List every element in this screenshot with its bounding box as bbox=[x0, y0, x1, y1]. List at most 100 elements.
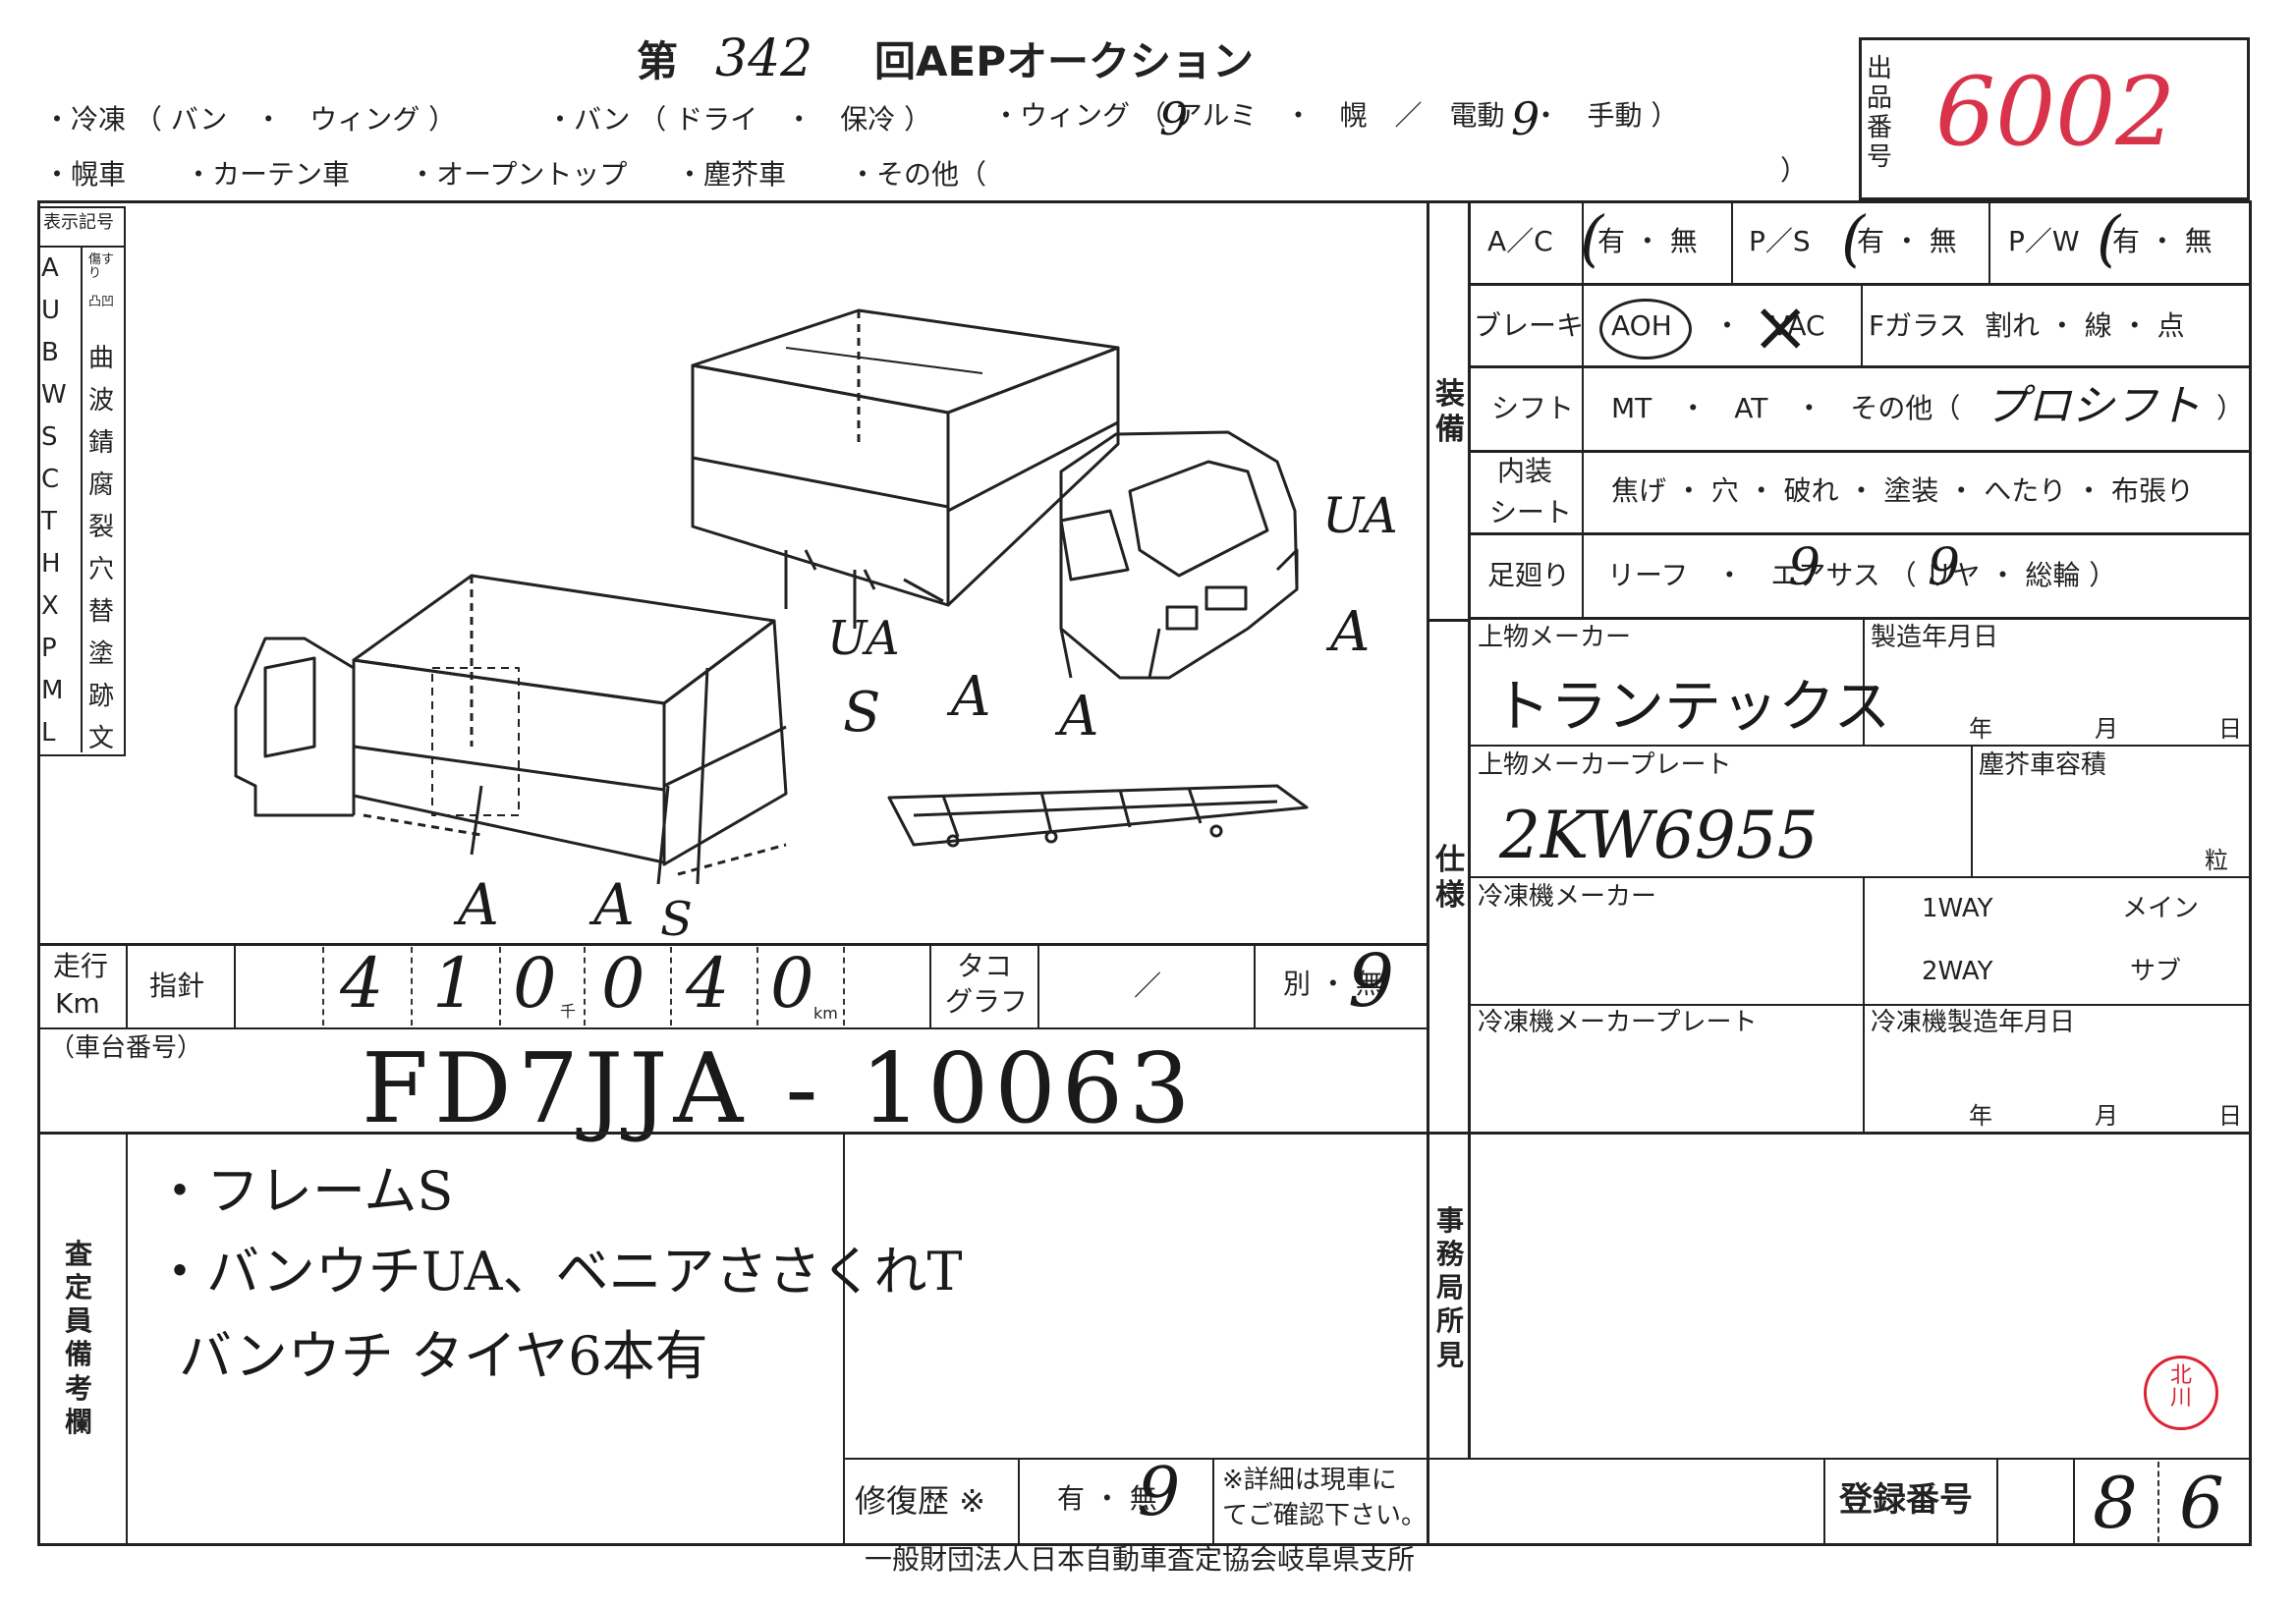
legend-title: 表示記号 bbox=[43, 212, 114, 233]
ps-label: P／S bbox=[1749, 225, 1811, 257]
mileage-digit: 4 bbox=[686, 943, 730, 1024]
auction-number: 342 bbox=[715, 29, 813, 88]
diagram-mark-s: S bbox=[660, 892, 693, 947]
brake-aoh-circle bbox=[1599, 299, 1692, 360]
jinkai-capacity-label: 塵芥車容積 bbox=[1979, 750, 2107, 780]
fridge-year: 年 bbox=[1969, 1102, 1992, 1130]
fglass-label: Fガラス bbox=[1869, 309, 1967, 342]
mileage-digit: 0 bbox=[513, 943, 557, 1024]
mileage-digit: 4 bbox=[340, 943, 384, 1024]
mfg-month: 月 bbox=[2095, 715, 2118, 743]
separate-label: 別 ・ 無 bbox=[1283, 968, 1383, 1000]
suspension-rear-mark: 9 bbox=[1928, 538, 1961, 597]
remarks-line-3: バンウチ タイヤ6本有 bbox=[179, 1325, 708, 1387]
diagram-mark-a: A bbox=[458, 871, 499, 938]
frame-bottom bbox=[37, 1543, 2252, 1546]
title-suffix: 回AEPオークション bbox=[874, 37, 1254, 85]
brake-vac-cross: × bbox=[1751, 285, 1811, 367]
taco-label-1: タコ bbox=[957, 950, 1013, 982]
mileage-digit: 1 bbox=[432, 943, 476, 1024]
remarks-line-1: ・フレームS bbox=[153, 1160, 454, 1222]
type-other-close: ） bbox=[1780, 154, 1809, 187]
diagram-mark-a: A bbox=[951, 665, 991, 729]
truck-diagram bbox=[234, 308, 1309, 885]
frame-right bbox=[2249, 200, 2252, 1546]
type-opentop: ・オープントップ bbox=[409, 158, 628, 191]
diagram-mark-ua: UA bbox=[1322, 487, 1398, 544]
truck-side-view-drawing bbox=[234, 574, 788, 885]
fridge-sub: サブ bbox=[2130, 957, 2182, 986]
registration-label: 登録番号 bbox=[1839, 1480, 1973, 1520]
km-unit: km bbox=[813, 1004, 838, 1023]
capacity-unit: 粒 bbox=[2205, 847, 2228, 874]
split-line bbox=[1427, 200, 1429, 1543]
mark-dendou: 9 bbox=[1511, 92, 1540, 145]
title-prefix: 第 bbox=[637, 37, 679, 85]
shift-close: ） bbox=[2216, 392, 2245, 424]
mileage-digit: 0 bbox=[770, 943, 814, 1024]
mileage-digit: 0 bbox=[601, 943, 645, 1024]
body-plate-label: 上物メーカープレート bbox=[1478, 750, 1732, 780]
legend-box bbox=[37, 206, 126, 756]
repair-none-mark: 9 bbox=[1138, 1454, 1181, 1531]
body-maker-label: 上物メーカー bbox=[1478, 623, 1632, 652]
fridge-day: 日 bbox=[2218, 1102, 2242, 1130]
mfg-date-label: 製造年月日 bbox=[1871, 623, 1999, 652]
type-reitou: ・冷凍 （ バン ・ ウィング ） bbox=[43, 103, 457, 136]
ac-label: A／C bbox=[1487, 225, 1553, 257]
chassis-label: （車台番号） bbox=[49, 1033, 203, 1063]
type-van: ・バン （ ドライ ・ 保冷 ） bbox=[546, 103, 932, 136]
taco-label-2: グラフ bbox=[945, 985, 1029, 1018]
repair-options: 有 ・ 無 bbox=[1057, 1482, 1157, 1515]
office-section-label: 事務局所見 bbox=[1436, 1204, 1465, 1371]
spec-section-label: 仕様 bbox=[1435, 843, 1465, 913]
ac-circle-mark: ( bbox=[1580, 202, 1604, 274]
type-other: ・その他（ bbox=[849, 158, 987, 191]
needle-label: 指針 bbox=[149, 970, 205, 1002]
fglass-options: 割れ ・ 線 ・ 点 bbox=[1985, 309, 2185, 342]
registration-value-1: 8 bbox=[2093, 1462, 2138, 1544]
diagram-mark-ua: UA bbox=[827, 611, 900, 666]
pw-label: P／W bbox=[2008, 225, 2080, 257]
pw-circle-mark: ( bbox=[2097, 202, 2121, 274]
mfg-year: 年 bbox=[1969, 715, 1992, 743]
type-jinkai: ・塵芥車 bbox=[676, 158, 787, 191]
mileage-label-1: 走行 bbox=[53, 950, 109, 982]
fridge-plate-label: 冷凍機メーカープレート bbox=[1478, 1008, 1758, 1037]
suspension-label: 足廻り bbox=[1487, 559, 1571, 591]
shift-label: シフト bbox=[1491, 392, 1575, 424]
remarks-section-label: 査定員備考欄 bbox=[65, 1238, 93, 1438]
diagram-mark-a: A bbox=[1330, 600, 1371, 664]
equipment-section-label: 装備 bbox=[1435, 377, 1465, 447]
suspension-mark: 9 bbox=[1788, 538, 1821, 597]
diagram-mark-a: A bbox=[593, 871, 635, 938]
pw-options: 有 ・ 無 bbox=[2112, 225, 2212, 257]
brake-opt-vac: VAC bbox=[1770, 309, 1825, 342]
fridge-2way: 2WAY bbox=[1922, 957, 1993, 986]
frame-top bbox=[37, 200, 2252, 203]
footer-issuer: 一般財団法人日本自動車査定協会岐阜県支所 bbox=[865, 1543, 1416, 1576]
ac-options: 有 ・ 無 bbox=[1597, 225, 1698, 257]
shift-options: MT ・ AT ・ その他（ bbox=[1611, 392, 1961, 424]
ps-circle-mark: ( bbox=[1841, 202, 1866, 274]
diagram-mark-a: A bbox=[1059, 685, 1099, 749]
type-horo: ・幌車 bbox=[43, 158, 127, 191]
seat-label-2: シート bbox=[1489, 496, 1573, 528]
frame-left bbox=[37, 200, 40, 1546]
separate-mark: 9 bbox=[1348, 939, 1395, 1024]
seat-options: 焦げ ・ 穴 ・ 破れ ・ 塗装 ・ へたり ・ 布張り bbox=[1611, 474, 2195, 507]
fridge-main: メイン bbox=[2122, 894, 2200, 923]
mark-alumi: 9 bbox=[1159, 92, 1189, 145]
taco-value: ／ bbox=[1134, 970, 1162, 1002]
body-maker-value: トランテックス bbox=[1493, 673, 1891, 740]
inspector-seal: 北川 bbox=[2144, 1356, 2218, 1430]
right-inner-line bbox=[1468, 200, 1471, 1458]
truck-rear-view-drawing bbox=[691, 308, 1299, 680]
